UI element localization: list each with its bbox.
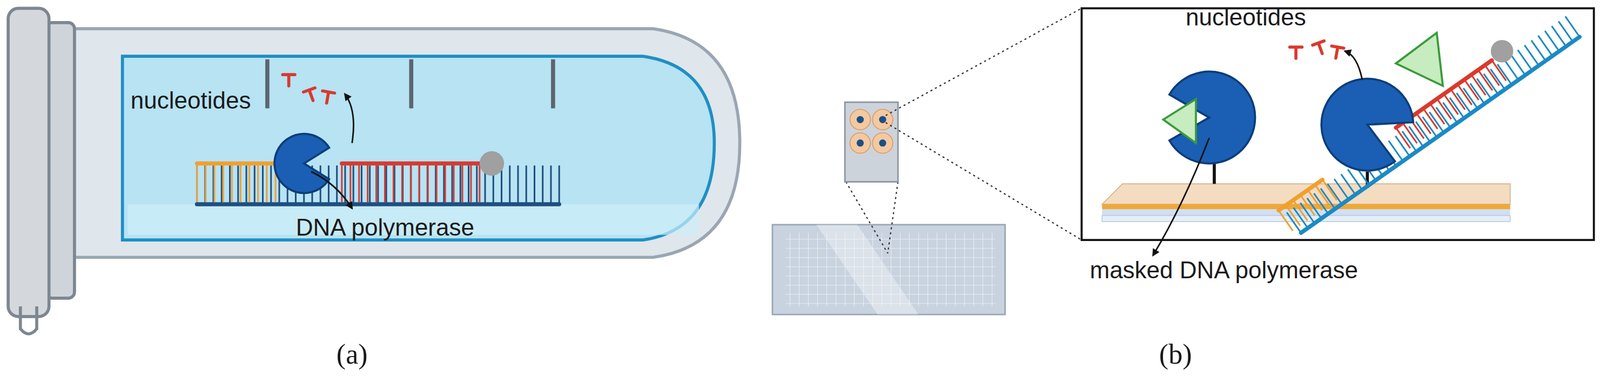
zoom-box [1081, 8, 1594, 240]
panel-label: (a) [336, 338, 368, 370]
mask [1395, 32, 1443, 86]
nucleotide [282, 74, 295, 86]
nucleotide [1329, 45, 1344, 59]
mask [1162, 98, 1196, 143]
arrow [344, 93, 354, 144]
label: DNA polymerase [296, 214, 475, 241]
dna-duplex [197, 74, 560, 208]
label: masked DNA polymerase [1089, 257, 1358, 284]
dna-polymerase [274, 133, 329, 194]
label: nucleotides [1185, 4, 1307, 31]
nucleotide [320, 90, 335, 104]
dna-duplex [1153, 16, 1581, 255]
nucleotide [1312, 41, 1328, 56]
panel-label: (b) [1159, 338, 1193, 370]
nucleotide [1289, 46, 1303, 59]
test-tube [8, 8, 740, 334]
arrow [1345, 51, 1363, 80]
microarray-slide [772, 8, 1082, 315]
arrow [311, 171, 353, 209]
label: nucleotides [130, 87, 252, 114]
dna-polymerase [1321, 78, 1414, 171]
nucleotide [303, 88, 319, 103]
arrow [1153, 137, 1210, 255]
